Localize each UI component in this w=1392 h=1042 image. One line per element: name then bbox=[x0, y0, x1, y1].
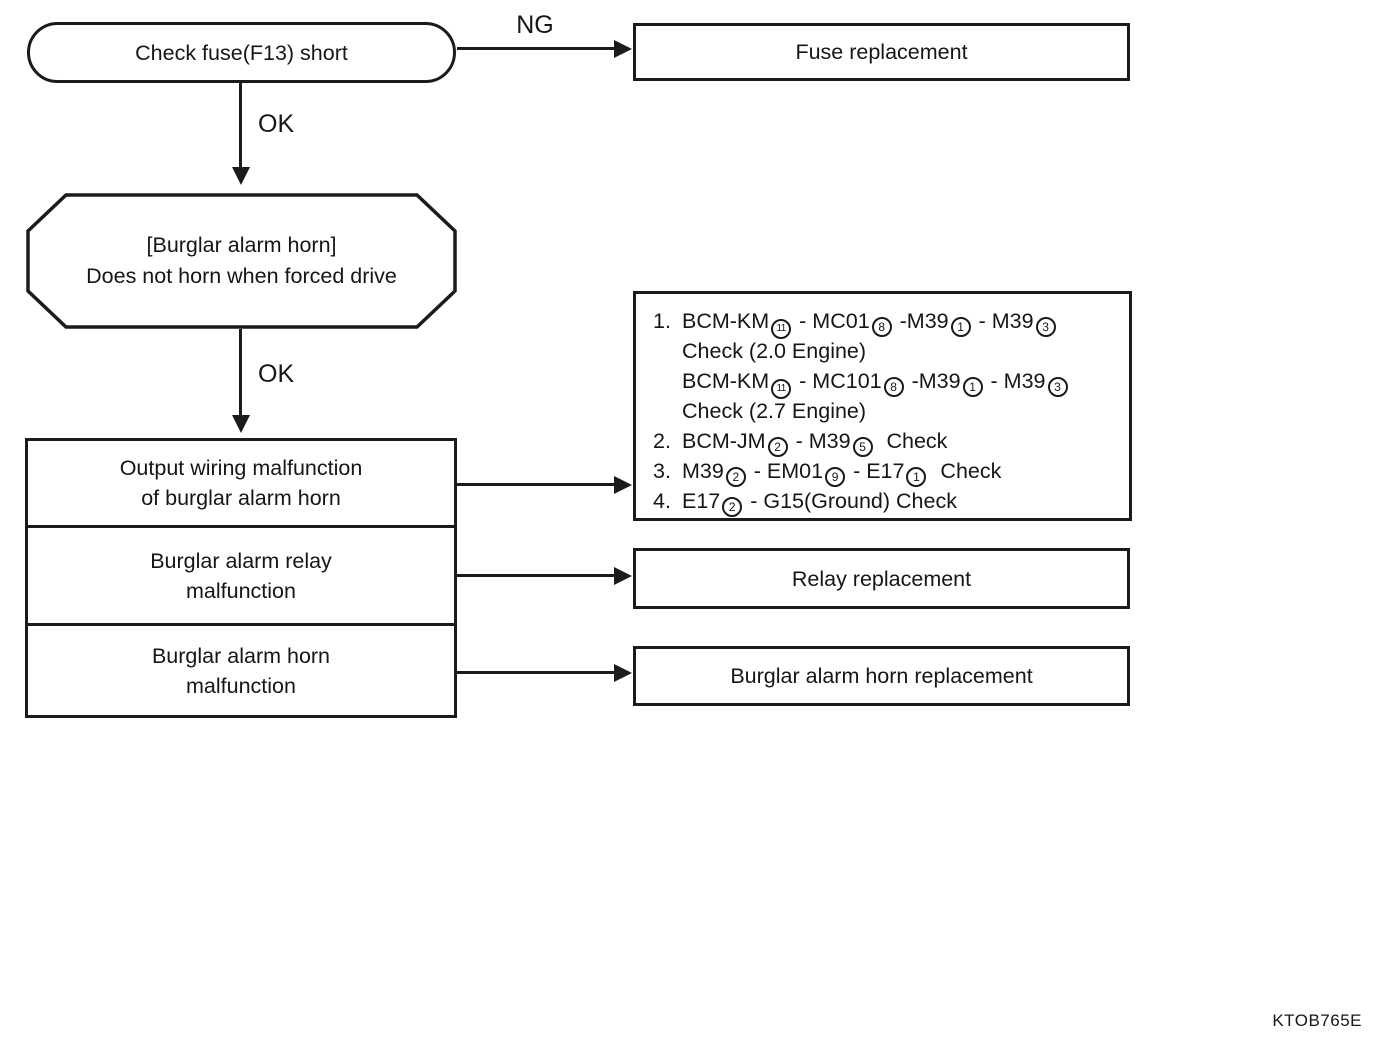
causes-stack: Output wiring malfunction of burglar ala… bbox=[25, 438, 457, 718]
cause-horn-line2: malfunction bbox=[186, 673, 296, 698]
circled-pin-number: 8 bbox=[871, 317, 892, 337]
check-line-number: 3. bbox=[653, 459, 671, 483]
cause-relay-line2: malfunction bbox=[186, 578, 296, 603]
check-line: Check (2.0 Engine) bbox=[653, 336, 1123, 366]
arrow-start-to-fuse bbox=[457, 39, 632, 58]
node-cause-relay-malfunction: Burglar alarm relay malfunction bbox=[28, 525, 454, 623]
node-condition-line2: Does not horn when forced drive bbox=[86, 264, 397, 288]
arrow-relay-cause-to-replacement bbox=[457, 566, 632, 585]
figure-code: KTOB765E bbox=[1272, 1011, 1362, 1030]
node-check-fuse: Check fuse(F13) short bbox=[27, 22, 456, 83]
circled-pin-number: 2 bbox=[767, 437, 788, 457]
arrowhead-down-icon bbox=[231, 167, 250, 185]
arrowhead-down-icon bbox=[231, 415, 250, 433]
check-line-number: 1. bbox=[653, 309, 671, 333]
check-line: Check (2.7 Engine) bbox=[653, 396, 1123, 426]
edge-label-ok-1: OK bbox=[258, 110, 295, 138]
cause-relay-line1: Burglar alarm relay bbox=[150, 548, 332, 573]
cause-output-wiring-line2: of burglar alarm horn bbox=[141, 486, 341, 510]
node-fuse-replacement-label: Fuse replacement bbox=[795, 40, 968, 64]
check-line-number: 4. bbox=[653, 489, 671, 513]
circled-pin-number: 8 bbox=[883, 377, 904, 397]
node-horn-replacement: Burglar alarm horn replacement bbox=[633, 646, 1130, 706]
edge-label-ng: NG bbox=[516, 11, 554, 39]
check-line-number: 2. bbox=[653, 429, 671, 453]
circled-pin-number: 2 bbox=[725, 467, 746, 487]
circled-pin-number: 3 bbox=[1047, 377, 1068, 397]
node-cause-output-wiring: Output wiring malfunction of burglar ala… bbox=[28, 441, 454, 525]
arrowhead-right-icon bbox=[614, 663, 632, 682]
node-condition: [Burglar alarm horn] Does not horn when … bbox=[26, 193, 457, 329]
arrowhead-right-icon bbox=[614, 39, 632, 58]
node-relay-replacement-label: Relay replacement bbox=[791, 566, 972, 591]
cause-output-wiring-line1: Output wiring malfunction bbox=[119, 456, 363, 480]
circled-pin-number: 1 bbox=[906, 467, 927, 487]
circled-pin-number: 5 bbox=[852, 437, 873, 457]
arrowhead-right-icon bbox=[614, 566, 632, 585]
node-cause-horn-malfunction: Burglar alarm horn malfunction bbox=[28, 623, 454, 715]
node-condition-line1: [Burglar alarm horn] bbox=[146, 233, 337, 257]
check-line-text: Check (2.7 Engine) bbox=[682, 399, 867, 423]
node-condition-text: [Burglar alarm horn] Does not horn when … bbox=[26, 193, 457, 329]
arrow-condition-to-causes bbox=[231, 329, 250, 433]
node-fuse-replacement: Fuse replacement bbox=[633, 23, 1130, 81]
cause-horn-line1: Burglar alarm horn bbox=[151, 643, 331, 668]
circled-pin-number: 11 bbox=[771, 319, 792, 339]
circled-pin-number: 9 bbox=[825, 467, 846, 487]
node-check-fuse-label: Check fuse(F13) short bbox=[135, 40, 348, 65]
arrow-start-to-condition bbox=[231, 82, 250, 185]
edge-label-ok-2: OK bbox=[258, 360, 295, 388]
circled-pin-number: 11 bbox=[771, 379, 792, 399]
node-relay-replacement: Relay replacement bbox=[633, 548, 1130, 609]
circled-pin-number: 1 bbox=[950, 317, 971, 337]
octagon-outline bbox=[26, 193, 457, 329]
check-line-text: Check (2.0 Engine) bbox=[682, 339, 867, 363]
arrow-horn-cause-to-replacement bbox=[457, 663, 632, 682]
circled-pin-number: 2 bbox=[722, 497, 743, 517]
node-horn-replacement-label: Burglar alarm horn replacement bbox=[730, 664, 1033, 688]
circled-pin-number: 3 bbox=[1035, 317, 1056, 337]
arrowhead-right-icon bbox=[614, 475, 632, 494]
circled-pin-number: 1 bbox=[962, 377, 983, 397]
arrow-output-wiring-to-checks bbox=[457, 475, 632, 494]
